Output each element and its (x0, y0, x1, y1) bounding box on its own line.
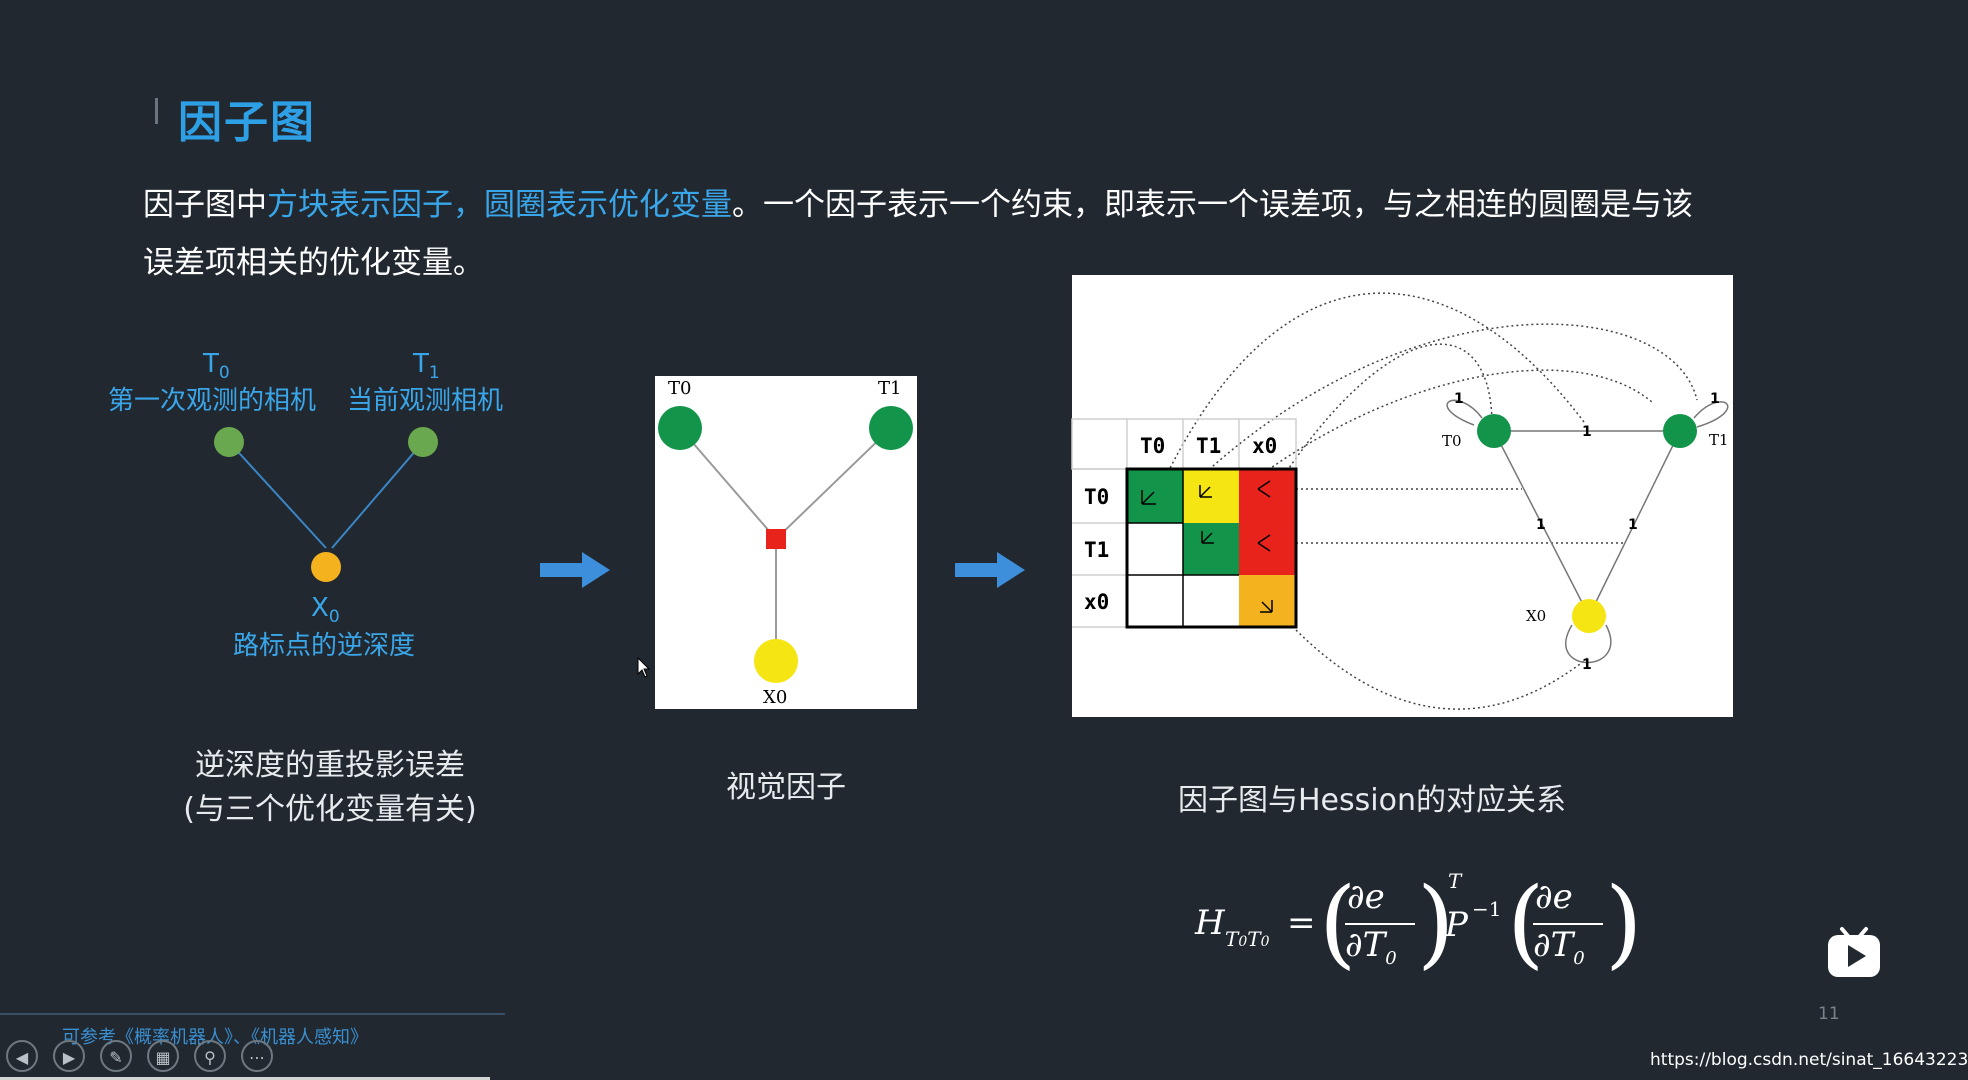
hs-node-x0 (1572, 599, 1606, 633)
edge-weight: 1 (1582, 657, 1592, 673)
vf-node-t0 (658, 406, 702, 450)
cell-x0-x0 (1239, 575, 1296, 627)
cell-t1-t1 (1183, 523, 1239, 575)
watermark-url: https://blog.csdn.net/sinat_16643223 (1650, 1050, 1968, 1070)
hessian-caption: 因子图与Hession的对应关系 (1178, 783, 1566, 818)
hessian-matrix-border (1125, 467, 1298, 629)
edge-weight: 1 (1454, 391, 1464, 407)
t0-desc: 第一次观测的相机 (108, 386, 317, 416)
visual-factor-graph: T0 T1 X0 (658, 378, 913, 708)
mouse-cursor-icon (637, 656, 651, 678)
vf-node-x0 (754, 639, 798, 683)
left-caption-line1: 逆深度的重投影误差 (195, 748, 465, 783)
hs-label-x0: X0 (1526, 607, 1546, 625)
vf-label-x0: X0 (763, 687, 787, 708)
arrow-right-icon-2 (955, 552, 1025, 588)
t0-label: T0 (203, 349, 230, 384)
edge-weight: 1 (1710, 391, 1720, 407)
x0-label: X0 (311, 593, 340, 628)
col-label-t1: T1 (1196, 434, 1221, 458)
hessian-panel: T0 T1 x0 T0 T1 x0 T0 T1 X0 1 1 1 1 (1071, 275, 1733, 717)
row-label-t1: T1 (1084, 538, 1109, 562)
vf-factor-square (766, 529, 786, 549)
visual-factor-panel: T0 T1 X0 (655, 376, 917, 709)
hs-label-t1: T1 (1709, 431, 1729, 449)
cell-t0t1-x0 (1239, 469, 1296, 575)
edge-t1-x0 (331, 441, 424, 549)
vf-label-t0: T0 (668, 378, 691, 399)
pen-tool-button[interactable]: ✎ (100, 1040, 132, 1072)
reference-text: 可参考《概率机器人》、《机器人感知》 (62, 1027, 368, 1048)
more-options-button[interactable]: ⋯ (241, 1040, 273, 1072)
slide-title: 因子图 (178, 97, 316, 148)
next-slide-button[interactable]: ▶ (53, 1040, 85, 1072)
hs-node-t0 (1477, 414, 1511, 448)
title-accent-bar (155, 98, 158, 124)
edge-t0-x0 (228, 441, 327, 549)
desc-text-1: 因子图中 (143, 187, 267, 223)
left-caption: 逆深度的重投影误差 (与三个优化变量有关) (150, 740, 510, 828)
edge-weight: 1 (1536, 517, 1546, 533)
node-t1 (408, 427, 438, 457)
slides-overview-button[interactable]: ▦ (147, 1040, 179, 1072)
row-label-t0: T0 (1084, 485, 1109, 509)
hessian-figure: T0 T1 x0 T0 T1 x0 T0 T1 X0 1 1 1 1 (1071, 292, 1729, 710)
video-play-icon[interactable] (1826, 925, 1882, 979)
t1-label: T1 (413, 349, 440, 384)
arrow-right-icon (540, 552, 610, 588)
desc-highlight: 方块表示因子，圆圈表示优化变量 (267, 187, 732, 223)
cell-t0-t1 (1183, 469, 1239, 523)
vf-node-t1 (869, 406, 913, 450)
hs-node-t1 (1663, 414, 1697, 448)
zoom-button[interactable]: ⚲ (194, 1040, 226, 1072)
row-label-x0: x0 (1084, 590, 1109, 614)
x0-desc: 路标点的逆深度 (233, 631, 416, 661)
edge-weight: 1 (1582, 424, 1592, 440)
node-x0 (311, 552, 341, 582)
page-number: 11 (1818, 1004, 1840, 1024)
node-t0 (214, 427, 244, 457)
hs-label-t0: T0 (1442, 432, 1462, 450)
col-label-x0: x0 (1252, 434, 1277, 458)
desc-text-2: 。一个因子表示一个约束，即表示一个误差项，与之相连的圆圈是与该误差项相关的优化变… (143, 187, 1693, 281)
slide-progress-bar (0, 1077, 490, 1080)
col-label-t0: T0 (1140, 434, 1165, 458)
edge-weight: 1 (1628, 517, 1638, 533)
left-caption-line2: (与三个优化变量有关) (183, 792, 477, 827)
slide-description: 因子图中方块表示因子，圆圈表示优化变量。一个因子表示一个约束，即表示一个误差项，… (143, 176, 1703, 292)
t1-desc: 当前观测相机 (347, 386, 504, 416)
visual-factor-caption: 视觉因子 (726, 770, 846, 805)
footer-divider (0, 1013, 505, 1015)
prev-slide-button[interactable]: ◀ (6, 1040, 38, 1072)
cell-t0-t0 (1127, 469, 1183, 523)
left-factor-diagram (214, 427, 438, 582)
vf-label-t1: T1 (878, 378, 901, 399)
